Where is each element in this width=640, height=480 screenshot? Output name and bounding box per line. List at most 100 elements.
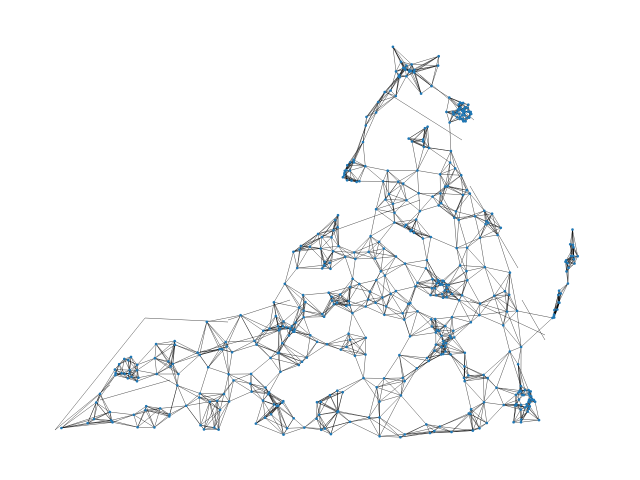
graph-edge: [270, 357, 281, 372]
graph-edge: [297, 264, 325, 269]
graph-edge: [496, 387, 519, 393]
graph-node: [272, 301, 276, 304]
graph-edge: [340, 294, 349, 302]
graph-nodes: [60, 45, 579, 439]
graph-edge: [434, 346, 442, 351]
graph-node: [403, 379, 406, 383]
graph-edge: [340, 349, 356, 357]
graph-node: [158, 407, 162, 410]
graph-edge: [439, 413, 471, 427]
graph-edge: [466, 237, 481, 248]
graph-node: [522, 393, 525, 397]
graph-edge: [440, 343, 444, 355]
graph-edge: [406, 193, 419, 201]
graph-edge: [570, 244, 578, 257]
graph-edge: [479, 237, 486, 268]
graph-edge: [93, 402, 97, 420]
graph-edge: [404, 311, 418, 320]
graph-edge: [454, 337, 465, 353]
graph-node: [114, 371, 117, 375]
graph-edge: [435, 332, 444, 342]
graph-edge: [426, 344, 437, 359]
graph-node: [413, 68, 416, 72]
graph-edge: [395, 290, 409, 304]
graph-node: [292, 250, 295, 254]
graph-edge: [340, 339, 351, 350]
graph-node: [465, 269, 468, 273]
graph-edge: [375, 101, 379, 113]
graph-edge: [328, 292, 341, 295]
graph-edge: [451, 314, 480, 318]
graph-node: [135, 369, 139, 372]
graph-node: [478, 236, 482, 240]
graph-node: [394, 70, 398, 73]
graph-edge: [228, 352, 233, 375]
graph-edge: [441, 203, 456, 212]
graph-edge: [303, 302, 306, 318]
graph-edge: [466, 271, 468, 281]
graph-edge: [168, 341, 175, 362]
graph-node: [458, 117, 462, 121]
graph-node: [364, 336, 368, 340]
graph-edge: [509, 351, 522, 387]
graph-edge: [321, 219, 336, 238]
graph-edge: [442, 291, 449, 298]
graph-edge: [96, 402, 111, 413]
graph-edge: [345, 256, 356, 260]
graph-node: [394, 255, 398, 258]
graph-edge: [133, 414, 155, 428]
graph-edge: [347, 164, 366, 167]
graph-node: [281, 401, 284, 404]
graph-edge: [417, 268, 427, 283]
graph-edge: [310, 335, 328, 345]
graph-edge: [566, 255, 574, 261]
graph-edge: [199, 321, 208, 355]
graph-edge: [384, 313, 403, 316]
graph-edge: [316, 418, 332, 435]
graph-edge: [349, 339, 356, 356]
graph-node: [330, 295, 333, 299]
graph-edge: [375, 92, 385, 113]
graph-edge: [96, 402, 113, 423]
graph-node: [129, 355, 133, 359]
graph-edge: [454, 322, 471, 338]
graph-node: [430, 84, 433, 88]
graph-edge: [365, 297, 383, 307]
graph-edge: [417, 147, 430, 171]
graph-node: [526, 410, 529, 413]
graph-node: [463, 365, 466, 368]
graph-node: [330, 235, 333, 239]
graph-edge: [331, 237, 334, 252]
graph-edge: [225, 315, 241, 343]
graph-edge: [263, 328, 281, 332]
graph-node: [294, 321, 297, 324]
graph-edge: [565, 261, 575, 264]
graph-edge: [417, 170, 441, 175]
graph-edge: [504, 291, 508, 312]
graph-node: [439, 282, 442, 286]
graph-node: [458, 101, 462, 104]
graph-edge: [400, 61, 412, 65]
graph-node: [230, 350, 234, 354]
graph-edge: [443, 335, 451, 342]
graph-edge: [404, 432, 431, 435]
graph-node: [445, 110, 448, 114]
graph-edge: [273, 302, 279, 327]
graph-edge: [484, 266, 510, 273]
graph-node: [336, 389, 339, 393]
graph-node: [444, 324, 447, 328]
graph-node: [364, 164, 367, 168]
graph-node: [403, 262, 407, 265]
graph-node: [323, 264, 326, 268]
graph-node: [414, 285, 417, 288]
graph-edge: [418, 192, 433, 197]
graph-node: [302, 316, 306, 319]
graph-edge: [487, 351, 510, 379]
graph-edge: [203, 401, 211, 430]
graph-edge: [368, 251, 381, 272]
graph-edge: [316, 401, 322, 419]
graph-edge: [375, 95, 396, 113]
graph-node: [315, 417, 318, 421]
graph-node: [320, 235, 324, 239]
graph-edge: [320, 237, 323, 249]
